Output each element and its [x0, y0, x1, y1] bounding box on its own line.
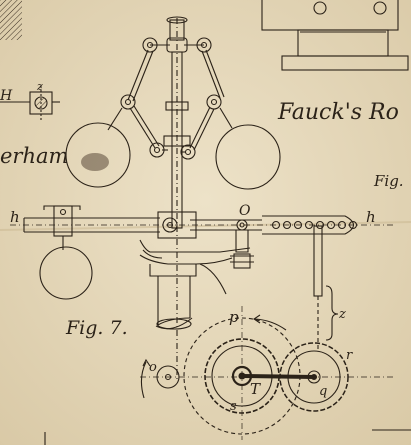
- hatched-block-corner: [0, 0, 22, 40]
- crank-arm: [241, 374, 315, 379]
- label-q: q: [319, 384, 327, 399]
- rotation-arrow-p: [254, 318, 287, 331]
- brace-z: [325, 285, 339, 341]
- rotation-arrow-o: [140, 361, 147, 399]
- fig7-label: Fig. 7.: [65, 317, 128, 339]
- ink-smudge: [81, 153, 109, 171]
- label-h-top: H: [0, 88, 13, 104]
- governor-arm-right: [180, 37, 233, 160]
- bracket-housing: [139, 239, 251, 295]
- name-fragment: erham: [0, 144, 68, 168]
- label-h-right: h: [366, 208, 376, 226]
- paper-fold-line: [0, 221, 411, 231]
- label-O: O: [239, 203, 251, 219]
- lever-h-h: [10, 215, 395, 235]
- fig-fragment: Fig.: [373, 172, 404, 190]
- small-bearing-detail: [0, 86, 60, 120]
- label-z-top: z: [36, 80, 43, 93]
- governor-arm-left: [107, 37, 170, 158]
- lever-holes: [271, 220, 358, 230]
- governor-ball-right: [215, 124, 281, 190]
- pedestal-pipe: [155, 276, 193, 330]
- governor-ball-left: [65, 122, 131, 188]
- label-o: o: [149, 360, 157, 375]
- spindle-collar: [157, 211, 197, 239]
- label-p: p: [229, 308, 239, 326]
- counterweight-left: [39, 246, 93, 300]
- label-T: T: [250, 380, 261, 398]
- pivot-o-small: [156, 365, 180, 389]
- label-z-right: z: [338, 307, 346, 322]
- label-r: r: [346, 348, 353, 363]
- rod-z: [313, 225, 323, 350]
- machine-base-top-right: [261, 0, 409, 71]
- label-h-left: h: [10, 208, 20, 226]
- label-s: s: [230, 399, 237, 414]
- title-fragment: Fauck's Ro: [277, 100, 399, 125]
- pivot-o-bracket: [230, 219, 254, 269]
